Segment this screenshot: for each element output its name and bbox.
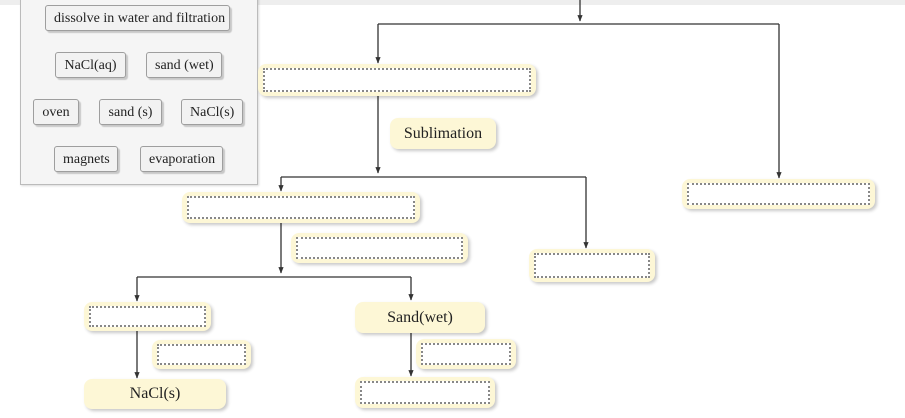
label-sublimation: Sublimation bbox=[390, 118, 496, 149]
top-strip bbox=[0, 0, 905, 5]
drop-zone-5[interactable] bbox=[416, 339, 516, 369]
label-sand-wet: Sand(wet) bbox=[355, 302, 485, 333]
chip-nacl-aq[interactable]: NaCl(aq) bbox=[55, 52, 126, 78]
drop-zone-2b-slot[interactable] bbox=[296, 237, 463, 259]
chip-sand-wet[interactable]: sand (wet) bbox=[146, 52, 222, 78]
chip-magnets[interactable]: magnets bbox=[54, 146, 118, 172]
label-nacl-s: NaCl(s) bbox=[84, 379, 226, 409]
chip-oven[interactable]: oven bbox=[33, 99, 79, 125]
drop-zone-4-slot[interactable] bbox=[89, 306, 206, 327]
drop-zone-4b-slot[interactable] bbox=[157, 344, 246, 365]
chip-sand-s[interactable]: sand (s) bbox=[99, 99, 162, 125]
chip-dissolve-filtration[interactable]: dissolve in water and filtration bbox=[45, 5, 230, 31]
drop-zone-2b[interactable] bbox=[291, 233, 468, 263]
drop-zone-4b[interactable] bbox=[152, 340, 251, 369]
drop-zone-2-slot[interactable] bbox=[187, 196, 415, 219]
drop-zone-2[interactable] bbox=[182, 192, 420, 223]
drop-zone-right-slot[interactable] bbox=[687, 183, 870, 205]
chip-evaporation[interactable]: evaporation bbox=[140, 146, 223, 172]
chip-nacl-s[interactable]: NaCl(s) bbox=[181, 99, 243, 125]
drop-zone-4[interactable] bbox=[84, 302, 211, 331]
drop-zone-right[interactable] bbox=[682, 179, 875, 209]
drop-zone-6-slot[interactable] bbox=[360, 381, 490, 404]
drop-zone-5-slot[interactable] bbox=[421, 343, 511, 365]
drop-zone-6[interactable] bbox=[355, 377, 495, 408]
drop-zone-3[interactable] bbox=[529, 249, 655, 282]
item-bank: dissolve in water and filtration NaCl(aq… bbox=[20, 0, 258, 185]
drop-zone-3-slot[interactable] bbox=[534, 253, 650, 278]
drop-zone-1[interactable] bbox=[258, 64, 536, 96]
drop-zone-1-slot[interactable] bbox=[263, 68, 531, 92]
